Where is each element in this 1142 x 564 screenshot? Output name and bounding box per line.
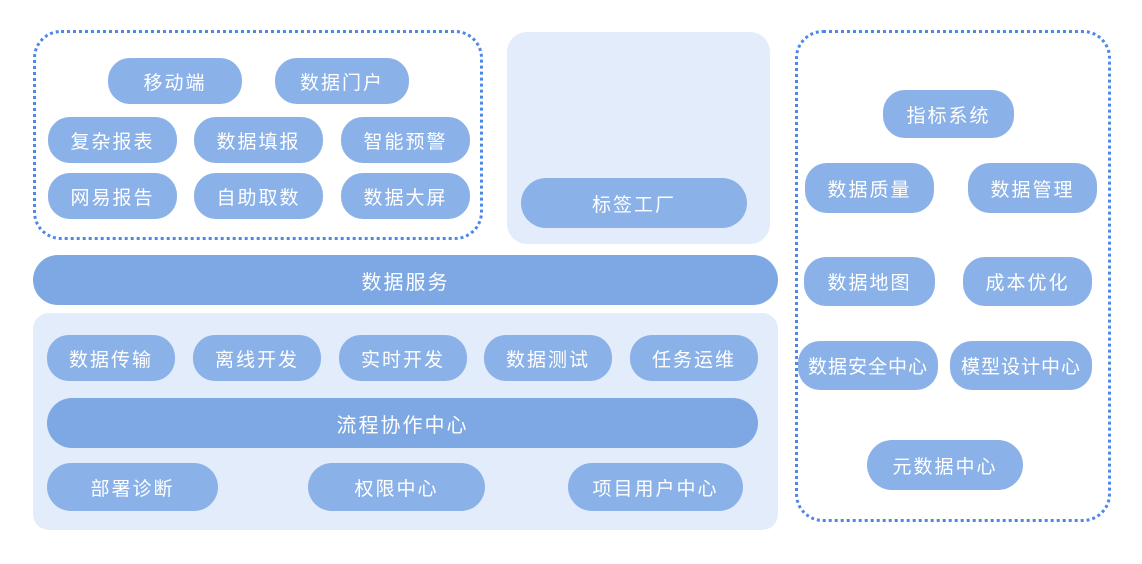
pill-data-management: 数据管理: [968, 163, 1097, 213]
pill-permission-center: 权限中心: [308, 463, 485, 511]
pill-realtime-dev: 实时开发: [339, 335, 467, 381]
pill-data-map: 数据地图: [804, 257, 935, 306]
pill-netease-report: 网易报告: [48, 173, 177, 219]
pill-model-design-center: 模型设计中心: [950, 341, 1092, 390]
pill-cost-optimization: 成本优化: [963, 257, 1092, 306]
pill-metadata-center: 元数据中心: [867, 440, 1023, 490]
pill-task-ops: 任务运维: [630, 335, 758, 381]
pill-data-portal: 数据门户: [275, 58, 409, 104]
pill-complex-report: 复杂报表: [48, 117, 177, 163]
pill-mobile-client: 移动端: [108, 58, 242, 104]
pill-data-big-screen: 数据大屏: [341, 173, 470, 219]
pill-project-user-center: 项目用户中心: [568, 463, 743, 511]
pill-data-transfer: 数据传输: [47, 335, 175, 381]
pill-tag-factory: 标签工厂: [521, 178, 747, 228]
pill-data-quality: 数据质量: [805, 163, 934, 213]
pill-offline-dev: 离线开发: [193, 335, 321, 381]
pill-data-filling: 数据填报: [194, 117, 323, 163]
process-collaboration-bar: 流程协作中心: [47, 398, 758, 448]
data-service-bar: 数据服务: [33, 255, 778, 305]
pill-data-security-center: 数据安全中心: [798, 341, 938, 390]
pill-indicator-system: 指标系统: [883, 90, 1014, 138]
pill-self-service-query: 自助取数: [194, 173, 323, 219]
pill-smart-alert: 智能预警: [341, 117, 470, 163]
pill-data-testing: 数据测试: [484, 335, 612, 381]
pill-deploy-diagnosis: 部署诊断: [47, 463, 218, 511]
